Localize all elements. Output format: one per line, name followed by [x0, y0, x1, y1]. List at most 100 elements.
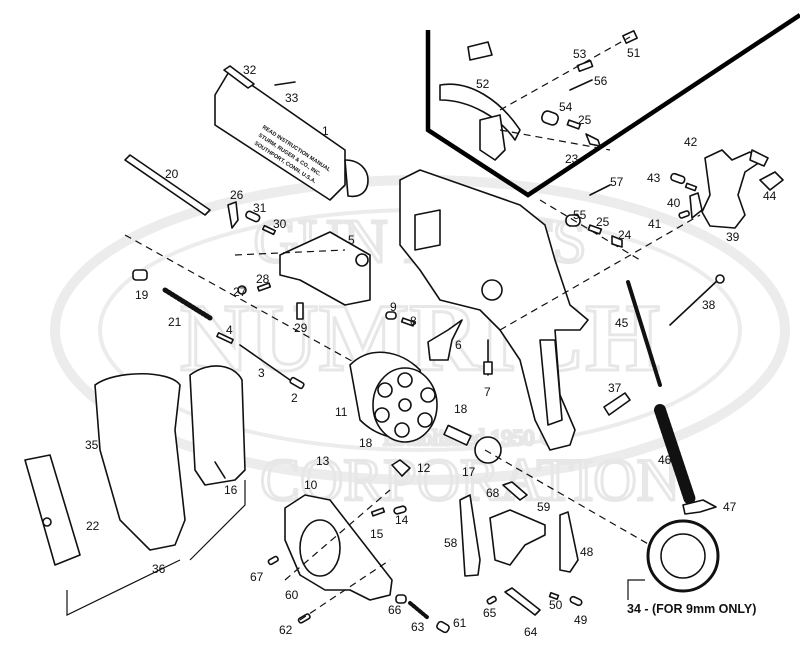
barrel-assembly: READ INSTRUCTION MANUAL STURM, RUGER & C… [214, 65, 369, 201]
callout-47: 47 [723, 500, 737, 514]
callout-15: 15 [370, 527, 384, 541]
crane-end [355, 253, 369, 267]
part-23-shape [585, 133, 601, 147]
callout-labels: 1 2 3 4 5 6 7 8 9 10 11 12 13 14 15 16 1… [85, 46, 777, 639]
part-4-shape [216, 332, 234, 344]
callout-64: 64 [524, 625, 538, 639]
part-20-shape [124, 154, 211, 216]
part-15-spring [370, 507, 386, 517]
part-46-spring [654, 404, 696, 506]
part-59-shape [489, 509, 546, 566]
part-37-shape [603, 392, 631, 416]
callout-50: 50 [549, 598, 563, 612]
part-32-shape [223, 65, 255, 89]
part-40-shape [689, 192, 703, 219]
grip-panel-shape [189, 365, 246, 486]
part-56-shape [569, 79, 593, 91]
callout-68: 68 [486, 486, 500, 500]
latch-parts [385, 311, 493, 376]
part-52-shape [467, 41, 493, 61]
note-34: 34 - (FOR 9mm ONLY) [627, 602, 756, 616]
callout-65: 65 [483, 606, 497, 620]
callout-11: 11 [335, 405, 348, 419]
part-6-shape [427, 319, 463, 361]
callout-56: 56 [594, 74, 608, 88]
callout-9: 9 [390, 300, 397, 314]
inset-parts [439, 30, 638, 161]
callout-30: 30 [273, 217, 287, 231]
callout-41: 41 [648, 217, 662, 231]
callout-36: 36 [152, 562, 166, 576]
grip-parts [24, 365, 246, 616]
callout-24: 24 [618, 228, 632, 242]
part-12-shape [391, 459, 411, 477]
hammer-assembly [670, 149, 784, 229]
callout-59: 59 [537, 500, 551, 514]
part-41-shape [678, 210, 690, 219]
callout-14: 14 [395, 513, 409, 527]
callout-37: 37 [608, 381, 622, 395]
part-14-shape [393, 505, 407, 515]
callout-19: 19 [135, 288, 149, 302]
callout-12: 12 [417, 461, 431, 475]
part-22-screw [42, 517, 52, 527]
part-34-moon-clip: 34 - (FOR 9mm ONLY) [627, 519, 756, 616]
chamber [374, 407, 390, 423]
callout-16: 16 [224, 483, 238, 497]
callout-18a: 18 [454, 402, 468, 416]
callout-7: 7 [484, 385, 491, 399]
callout-44: 44 [763, 189, 777, 203]
part-38-head [715, 274, 725, 284]
trigger-guard-opening [299, 519, 341, 577]
part-17-stem [443, 424, 472, 446]
callout-5: 5 [348, 233, 355, 247]
callout-33: 33 [285, 91, 299, 105]
callout-46: 46 [658, 453, 672, 467]
callout-60: 60 [285, 588, 299, 602]
callout-39: 39 [726, 230, 740, 244]
part-58-shape [459, 494, 481, 577]
frame-hammer-well [481, 279, 503, 301]
part-3-shape [239, 344, 291, 381]
callout-45: 45 [615, 316, 629, 330]
callout-43: 43 [647, 171, 661, 185]
part-28-shape [256, 282, 272, 292]
callout-29: 29 [294, 321, 308, 335]
part-47-shape [682, 499, 717, 515]
callout-27: 27 [233, 285, 247, 299]
frame-right-parts [499, 184, 701, 331]
part-61-shape [436, 620, 450, 634]
callout-8: 8 [410, 314, 417, 328]
callout-25b: 25 [578, 113, 592, 127]
part-48-shape [559, 511, 579, 573]
callout-35: 35 [85, 438, 99, 452]
crane-shape [279, 231, 371, 306]
part-25-inset-shape [566, 119, 582, 130]
frame-window [414, 209, 441, 251]
trigger-guard-assembly [267, 459, 450, 634]
callout-63: 63 [411, 620, 425, 634]
part-54-shape [541, 110, 559, 126]
callout-52: 52 [476, 77, 490, 91]
part-55-shape [565, 214, 581, 227]
callout-21: 21 [168, 315, 182, 329]
part-39-shape [701, 149, 761, 229]
callout-42: 42 [684, 135, 698, 149]
callout-17: 17 [462, 465, 476, 479]
callout-67: 67 [250, 570, 264, 584]
callout-38: 38 [702, 298, 716, 312]
callout-25a: 25 [596, 215, 610, 229]
mainspring-parts [603, 274, 725, 515]
part-62-shape [297, 613, 311, 624]
callout-62: 62 [279, 623, 293, 637]
crane-small-parts [132, 269, 305, 390]
hammer-fragment-inset [479, 114, 506, 161]
part-63-spring [408, 601, 430, 620]
callout-61: 61 [453, 616, 467, 630]
part-38-shape [669, 279, 719, 326]
callout-54: 54 [559, 100, 573, 114]
revolver-frame [399, 169, 589, 451]
ratchet-assembly [443, 424, 502, 464]
part-67-shape [267, 555, 279, 566]
